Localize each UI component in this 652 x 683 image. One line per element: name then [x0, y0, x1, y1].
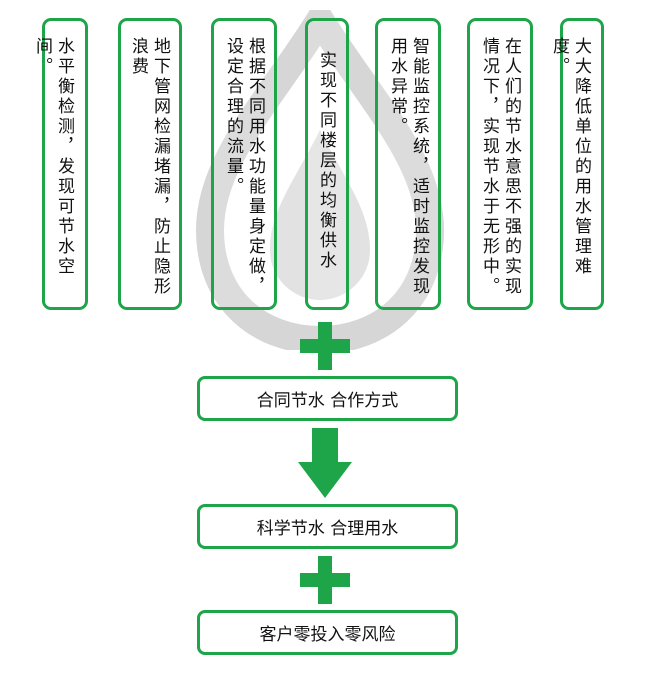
- feature-box-2: 地下管网检漏堵漏，防止隐形浪费: [118, 18, 182, 310]
- down-arrow-icon: [298, 428, 352, 498]
- feature-text: 大大降低单位的用水管理难度。: [549, 37, 591, 277]
- feature-box-6: 在人们的节水意思不强的实现情况下，实现节水于无形中。: [467, 18, 533, 310]
- step-box-2: 科学节水 合理用水: [197, 504, 458, 549]
- feature-text: 根据不同用水功能量身定做，设定合理的流量。: [223, 37, 265, 297]
- step-box-1: 合同节水 合作方式: [197, 376, 458, 421]
- plus-icon: [300, 556, 350, 604]
- plus-icon: [300, 322, 350, 370]
- feature-box-7: 大大降低单位的用水管理难度。: [549, 18, 604, 310]
- feature-text: 在人们的节水意思不强的实现情况下，实现节水于无形中。: [479, 37, 521, 297]
- feature-text: 水平衡检测，发现可节水空间。: [32, 37, 74, 277]
- feature-box-1: 水平衡检测，发现可节水空间。: [32, 18, 88, 310]
- step-box-3: 客户零投入零风险: [197, 610, 458, 655]
- feature-text: 地下管网检漏堵漏，防止隐形浪费: [128, 37, 170, 297]
- feature-box-5: 智能监控系统，适时监控发现用水异常。: [375, 18, 441, 310]
- feature-text: 智能监控系统，适时监控发现用水异常。: [387, 37, 429, 297]
- feature-box-4: 实现不同楼层的均衡供水: [305, 18, 349, 310]
- feature-text: 实现不同楼层的均衡供水: [316, 51, 336, 271]
- feature-box-3: 根据不同用水功能量身定做，设定合理的流量。: [211, 18, 277, 310]
